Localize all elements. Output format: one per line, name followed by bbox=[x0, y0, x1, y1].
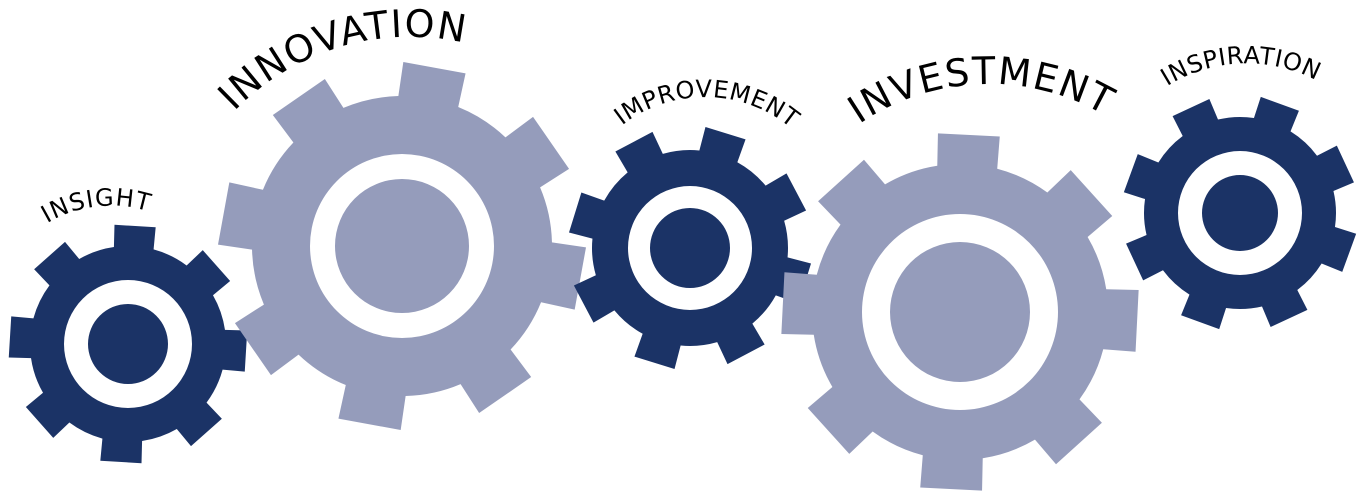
gear-improvement-label-text: IMPROVEMENT bbox=[609, 75, 804, 133]
gear-investment-body bbox=[781, 133, 1139, 491]
gear-inspiration: INSPIRATION bbox=[1123, 41, 1357, 330]
gear-inspiration-label: INSPIRATION bbox=[1156, 41, 1326, 91]
gear-inspiration-label-text: INSPIRATION bbox=[1156, 41, 1325, 91]
gear-improvement-body bbox=[568, 126, 812, 370]
gear-insight-label: INSIGHT bbox=[36, 183, 154, 228]
gear-insight: INSIGHT bbox=[8, 183, 248, 464]
gear-investment: INVESTMENT bbox=[781, 49, 1139, 491]
gear-improvement-label: IMPROVEMENT bbox=[609, 75, 805, 133]
gear-inspiration-body bbox=[1123, 96, 1357, 330]
gear-insight-label-text: INSIGHT bbox=[36, 183, 153, 228]
gear-investment-label-text: INVESTMENT bbox=[840, 49, 1121, 132]
gear-investment-label: INVESTMENT bbox=[840, 49, 1122, 132]
gear-innovation-body bbox=[218, 62, 586, 430]
gear-innovation: INNOVATION bbox=[210, 1, 586, 430]
gear-insight-body bbox=[8, 224, 248, 464]
gear-improvement: IMPROVEMENT bbox=[568, 75, 812, 370]
